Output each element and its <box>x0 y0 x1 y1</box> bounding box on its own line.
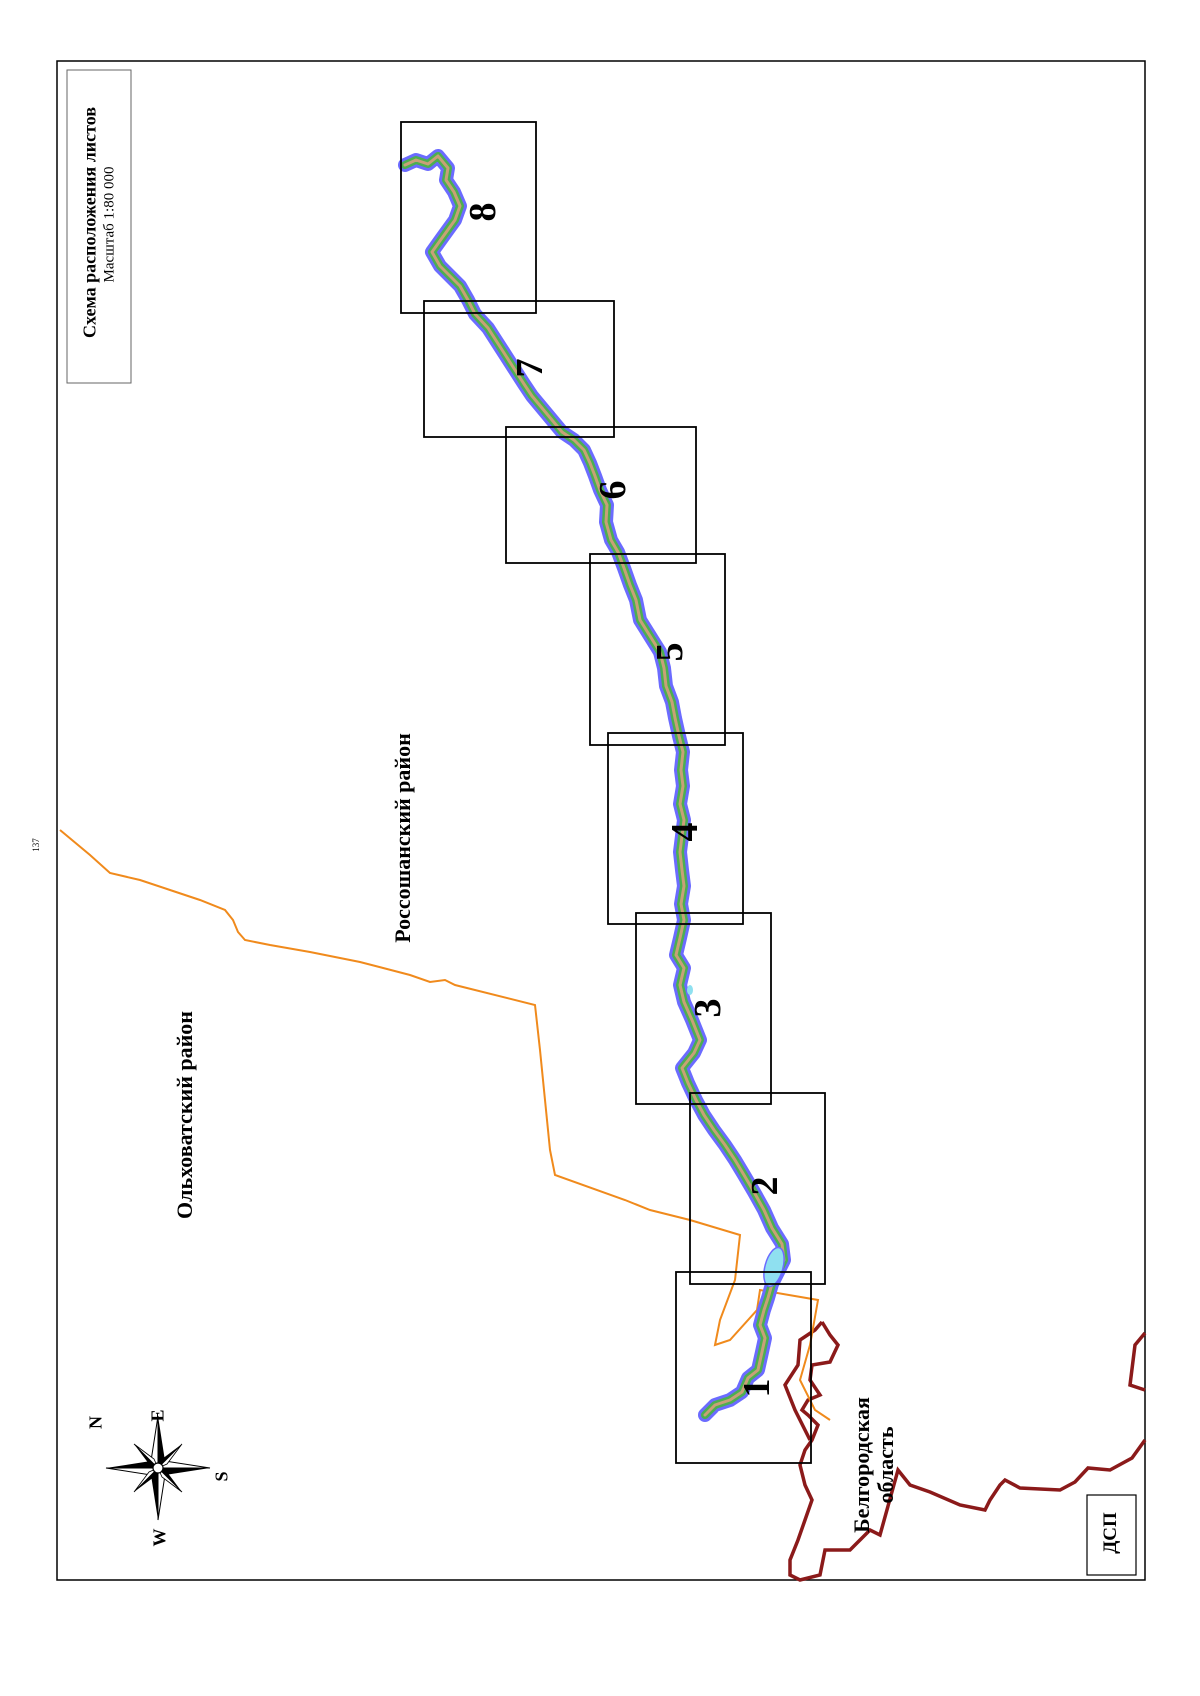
sheet-label-7: 7 <box>509 358 551 378</box>
sheet-frame-5[interactable] <box>589 553 726 746</box>
sheet-frame-6[interactable] <box>505 426 697 564</box>
river-inner <box>403 154 786 1417</box>
region-border-edge <box>783 1320 824 1441</box>
sheet-frame-2[interactable] <box>689 1092 826 1285</box>
sheet-label-8: 8 <box>462 202 504 222</box>
stamp-box <box>1086 1494 1137 1576</box>
sheet-frame-1[interactable] <box>675 1271 812 1464</box>
sheet-frames <box>400 121 826 1464</box>
region-border <box>1128 1331 1147 1392</box>
legend-scale: Масштаб 1:80 000 <box>101 166 118 283</box>
page-number: 137 <box>31 838 41 852</box>
sheet-frame-8[interactable] <box>400 121 537 314</box>
sheet-label-5: 5 <box>649 642 691 662</box>
stamp-label: ДСП <box>1100 1512 1121 1554</box>
reservoir <box>763 1246 785 1288</box>
district-label-west: Ольховатский район <box>172 1011 197 1219</box>
compass-label-e: E <box>147 1409 168 1422</box>
sheet-frame-7[interactable] <box>423 300 615 438</box>
river <box>398 149 791 1422</box>
region-label-line1: Белгородская <box>849 1397 874 1533</box>
legend-box <box>66 69 132 384</box>
legend-title: Схема расположения листов <box>79 106 100 339</box>
district-label-east: Россошанский район <box>390 733 415 943</box>
sheet-label-1: 1 <box>736 1378 778 1398</box>
compass-label-w: W <box>149 1528 170 1547</box>
sheet-label-2: 2 <box>744 1176 786 1196</box>
sheet-frame-4[interactable] <box>607 732 744 925</box>
sheet-frame-3[interactable] <box>635 912 772 1105</box>
sheet-label-3: 3 <box>687 998 729 1018</box>
map-frame <box>56 60 1146 1581</box>
region-label-line2: область <box>873 1426 898 1504</box>
compass-label-n: N <box>85 1416 106 1429</box>
sheet-label-6: 6 <box>592 480 634 500</box>
region-label: Белгородская область <box>849 1375 900 1555</box>
sheet-label-4: 4 <box>664 822 706 842</box>
compass-label-s: S <box>211 1471 232 1482</box>
small-pond <box>687 985 693 995</box>
compass-rose <box>105 1415 211 1521</box>
